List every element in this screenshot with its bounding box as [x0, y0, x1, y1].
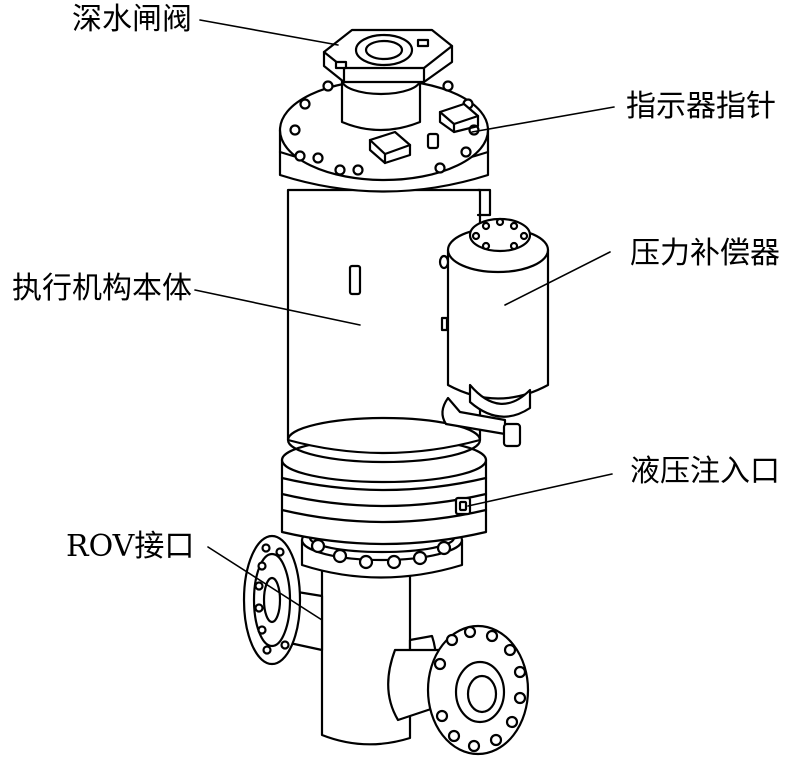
- compensator-pipe: [441, 188, 522, 448]
- leader-lines: [194, 19, 615, 621]
- label-actuator-body: 执行机构本体: [12, 271, 192, 306]
- right-flange: [387, 624, 530, 756]
- left-flange: [242, 534, 302, 666]
- hydraulic-inlet-fitting: [454, 496, 472, 516]
- label-pressure-compensator: 压力补偿器: [630, 236, 780, 271]
- stem-housing: [322, 28, 454, 132]
- label-gate-valve: 深水闸阀: [72, 2, 192, 37]
- label-rov-interface: ROV接口: [66, 529, 195, 564]
- label-indicator-pointer: 指示器指针: [626, 89, 776, 124]
- pressure-compensator-body: [438, 217, 550, 418]
- indicator-blocks: [368, 102, 480, 165]
- label-hydraulic-inlet: 液压注入口: [630, 454, 780, 489]
